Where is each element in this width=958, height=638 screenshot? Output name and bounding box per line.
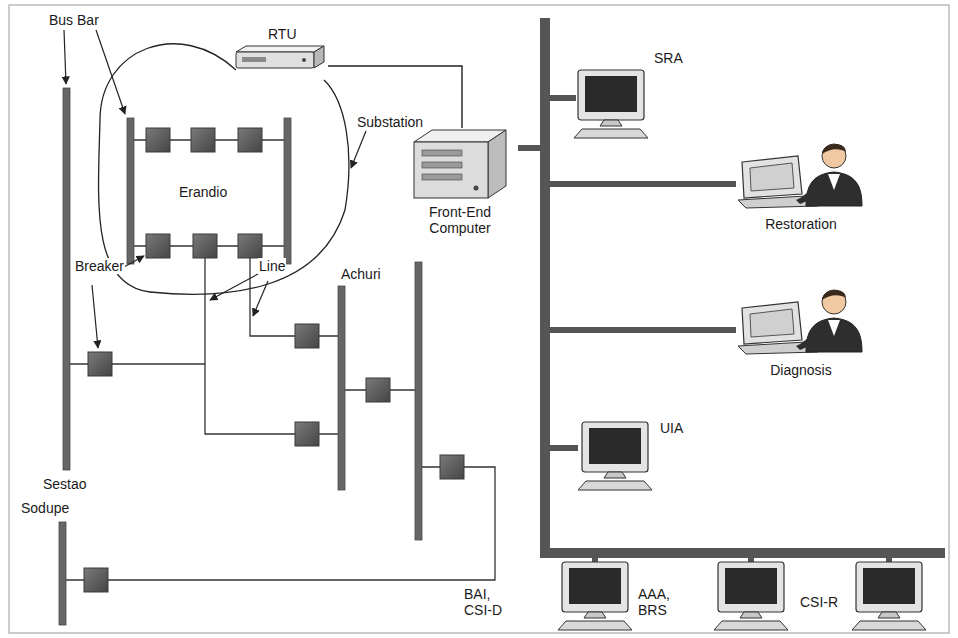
network-link — [518, 148, 736, 184]
part-label: Line — [258, 258, 286, 274]
substation-name: Sestao — [42, 476, 88, 492]
callout-label: Substation — [356, 114, 424, 130]
operator-workstation: Restoration — [736, 136, 868, 240]
front-end-computer: Front-End Computer — [406, 128, 518, 240]
part-label: Bus Bar — [48, 12, 100, 28]
part-label: Breaker — [74, 258, 125, 274]
substation-outline — [99, 44, 349, 294]
node-label: RTU — [268, 26, 297, 42]
frame — [9, 5, 949, 633]
network-link — [518, 148, 736, 330]
workstation: UIA — [578, 420, 698, 494]
network-link — [518, 148, 751, 562]
breakers — [84, 128, 464, 592]
node-label: AAA, BRS — [638, 586, 696, 618]
leader-arrows — [64, 30, 366, 348]
node-label: SRA — [654, 50, 683, 66]
bus-bars — [59, 88, 422, 625]
network-link — [518, 148, 889, 562]
rtu-device: RTU — [232, 26, 328, 86]
substation-name: Sodupe — [20, 500, 70, 516]
workstation: SRA — [576, 48, 688, 142]
network-link — [518, 98, 576, 148]
node-label: Front-End Computer — [412, 204, 508, 236]
workstation: BAI, CSI-D — [462, 562, 632, 630]
node-label: CSI-R — [800, 594, 838, 610]
lan-backbone — [540, 18, 945, 558]
operator-workstation: Diagnosis — [736, 282, 868, 386]
node-label: UIA — [660, 420, 683, 436]
workstation: CSI-R — [798, 562, 938, 630]
workstation: AAA, BRS — [636, 562, 788, 630]
node-label: Restoration — [736, 216, 866, 232]
substation-name: Achuri — [340, 266, 382, 282]
node-label: Diagnosis — [736, 362, 866, 378]
substation-name: Erandio — [178, 184, 228, 200]
network-link — [518, 148, 595, 562]
node-label: BAI, CSI-D — [464, 586, 522, 618]
